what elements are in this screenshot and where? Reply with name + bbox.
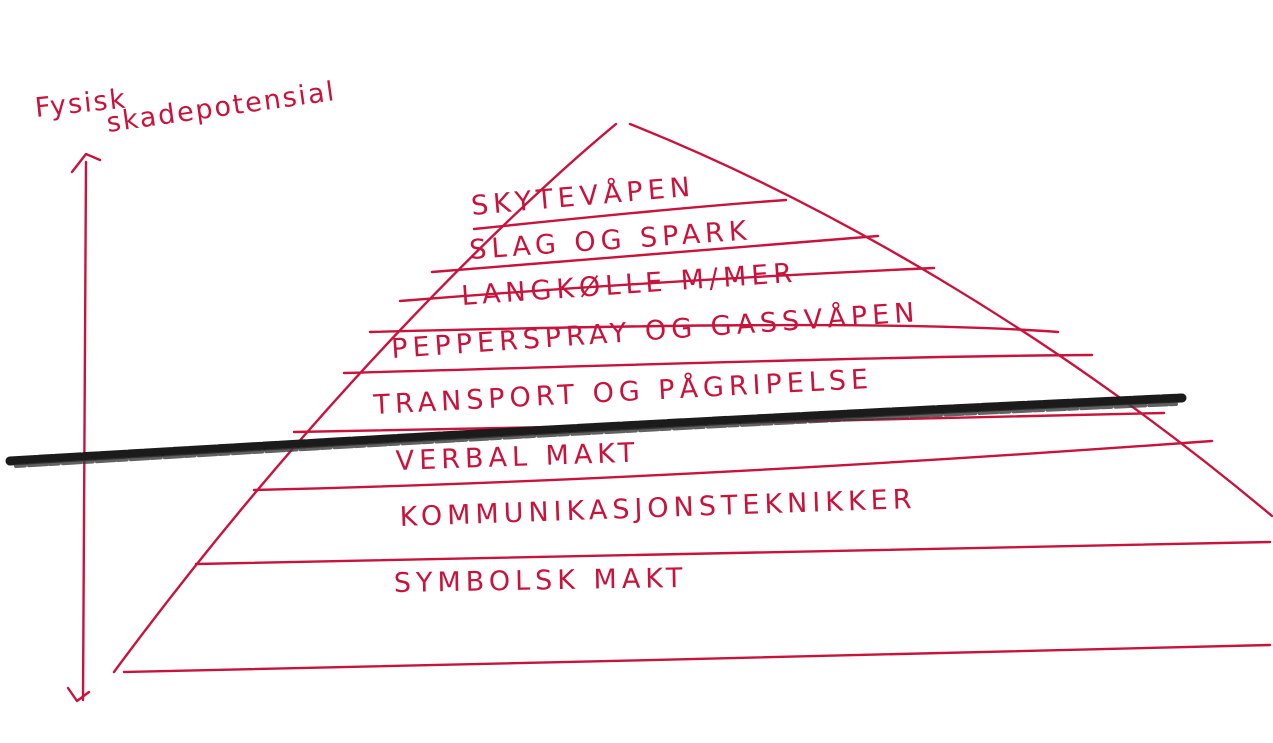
axis-label-line2: skadepotensial xyxy=(105,76,338,139)
axis-line xyxy=(81,160,88,702)
marker-stroke-texture xyxy=(14,402,1178,468)
pyramid-outline xyxy=(112,122,1273,674)
marker-stroke xyxy=(5,393,1187,466)
axis-arrow-top xyxy=(70,152,102,174)
divider-8 xyxy=(194,540,1272,566)
divider-3 xyxy=(398,266,936,303)
pyramid-left-edge xyxy=(112,122,618,674)
vertical-axis xyxy=(66,152,102,703)
divider-2 xyxy=(430,234,880,274)
threshold-marker xyxy=(5,393,1187,468)
level-labels: SKYTEVÅPEN SLAG OG SPARK LANGKØLLE M/MER… xyxy=(372,171,921,599)
level-label-kommunikasjon: KOMMUNIKASJONSTEKNIKKER xyxy=(399,484,917,533)
divider-1 xyxy=(472,198,788,231)
axis-arrow-bottom xyxy=(66,686,91,703)
divider-7 xyxy=(252,439,1214,492)
divider-5 xyxy=(342,353,1094,375)
pyramid-base xyxy=(122,643,1272,674)
divider-4 xyxy=(368,323,1060,334)
level-label-symbolsk-makt: SYMBOLSK MAKT xyxy=(394,563,688,599)
pyramid-right-edge xyxy=(628,122,1273,518)
level-label-skytevapen: SKYTEVÅPEN xyxy=(470,171,696,222)
